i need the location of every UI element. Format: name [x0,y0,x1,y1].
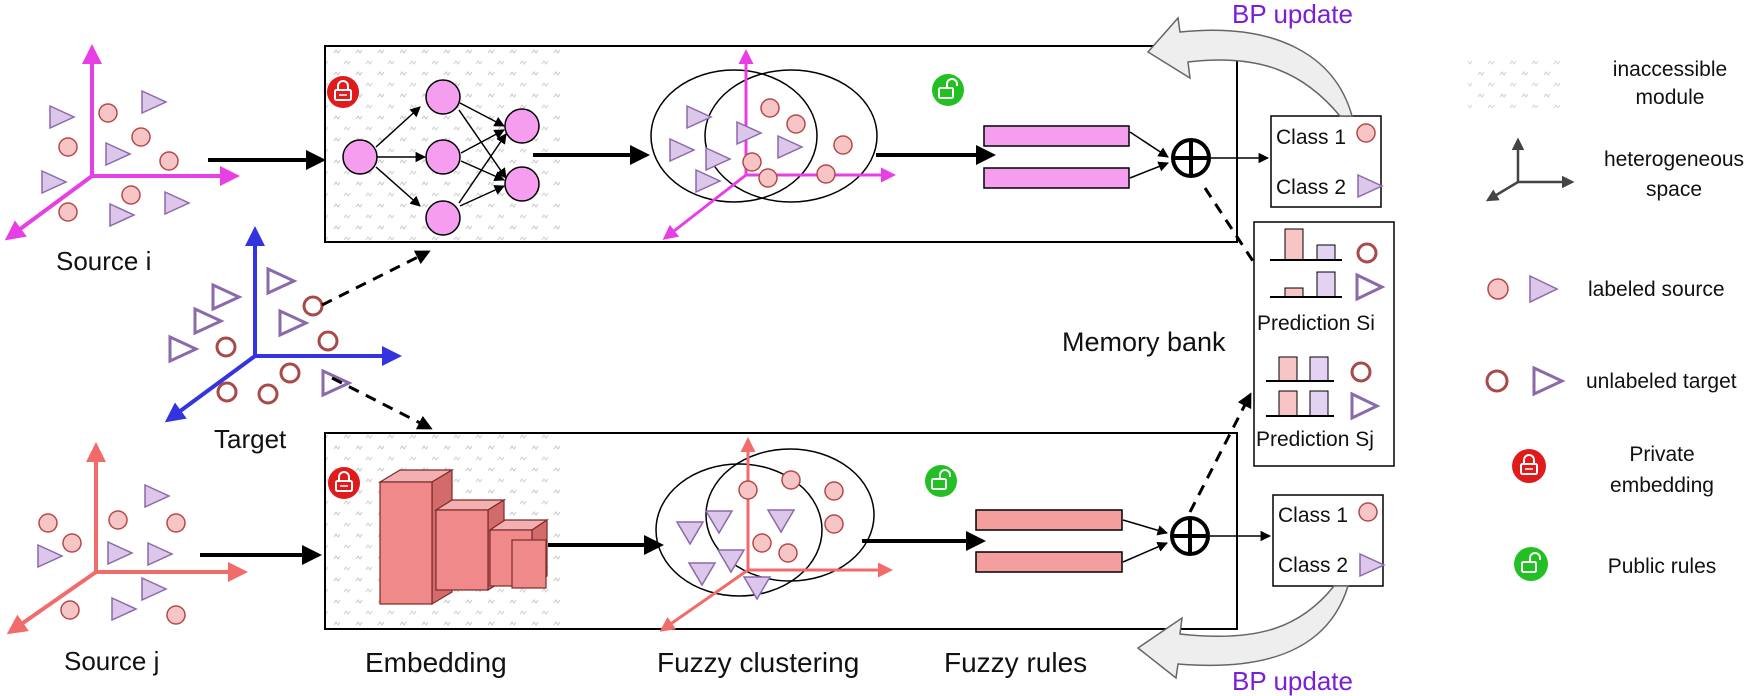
legend-private-line2: embedding [1610,474,1714,497]
axes-icon [659,437,893,632]
legend-inaccessible-swatch [1468,58,1564,108]
fuzzy-rules-bottom [975,509,1123,573]
axes-icon [164,226,402,423]
axes-icon [4,44,240,241]
fuzzy-rules-label: Fuzzy rules [944,647,1087,678]
class2-label-bottom: Class 2 [1278,554,1348,577]
legend-unlabeled-target: unlabeled target [1586,370,1737,393]
legend-public-rules: Public rules [1608,555,1717,578]
source-i-label: Source i [56,246,151,276]
source-j-space: Source j [6,442,248,676]
labeled-sample-points [58,103,179,222]
legend-unlabeled-circle [1485,369,1509,393]
neural-network-embedding [342,79,540,236]
target-space: Target [164,226,402,454]
unlabeled-sample-triangles [168,266,353,398]
legend-private-line1: Private [1629,443,1694,466]
fuzzy-clustering-label: Fuzzy clustering [657,647,859,678]
source-i-space: Source i [4,44,240,276]
fuzzy-clustering-bottom [655,437,893,632]
bottom-to-memory-dashed-arrow [1188,392,1252,513]
bp-update-top: BP update [1146,0,1353,117]
class1-label-top: Class 1 [1276,126,1346,149]
lock-icon [327,76,359,108]
bp-update-label-top: BP update [1232,0,1353,29]
lock-icon [1512,449,1546,483]
legend-inaccessible-line2: module [1636,86,1705,109]
target-to-top-arrow [321,250,431,307]
class-output-top: Class 1 Class 2 [1270,115,1384,208]
bp-update-arrow-bottom [1136,585,1350,680]
memory-bank-label: Memory bank [1062,327,1226,357]
bp-update-label-bottom: BP update [1232,666,1353,696]
legend: inaccessible module heterogeneous space … [1468,58,1744,581]
unlock-icon [1514,547,1548,581]
cnn-embedding [377,468,549,606]
labeled-sample-triangles [41,89,191,228]
sum-node-icon [1170,516,1210,556]
prediction-sj-label: Prediction Sj [1256,428,1374,451]
bp-update-arrow-top [1146,16,1353,117]
target-label: Target [214,424,287,454]
prediction-si-histograms [1270,228,1342,298]
embedding-label: Embedding [365,647,507,678]
fuzzy-rules-top [983,125,1130,189]
axes-icon [1485,137,1575,202]
labeled-sample-triangles [37,483,174,622]
lock-icon [328,467,360,499]
fuzzy-clustering-top [650,49,896,240]
legend-labeled-circle [1487,278,1509,300]
bp-update-bottom: BP update [1136,585,1353,696]
source-i-pipeline [324,45,1238,243]
source-j-label: Source j [64,646,159,676]
unlock-icon [932,74,964,106]
unlabeled-sample-points [215,295,339,405]
sum-node-icon [1171,138,1211,178]
legend-unlabeled-triangle [1532,365,1566,397]
class-output-bottom: Class 1 Class 2 [1272,494,1386,587]
legend-labeled-source: labeled source [1588,278,1725,301]
source-j-pipeline [324,432,1238,632]
unlock-icon [925,465,957,497]
legend-heterogeneous-line1: heterogeneous [1604,148,1744,171]
legend-inaccessible-line1: inaccessible [1613,58,1727,81]
memory-bank: Memory bank Prediction Si Prediction Sj [1062,221,1395,467]
legend-heterogeneous-line2: space [1646,178,1702,201]
axes-icon [6,442,248,635]
prediction-si-label: Prediction Si [1257,312,1375,335]
class2-label-top: Class 2 [1276,176,1346,199]
labeled-sample-points [38,510,186,625]
legend-labeled-triangle [1529,274,1559,304]
class1-label-bottom: Class 1 [1278,504,1348,527]
prediction-sj-histograms [1266,356,1334,417]
